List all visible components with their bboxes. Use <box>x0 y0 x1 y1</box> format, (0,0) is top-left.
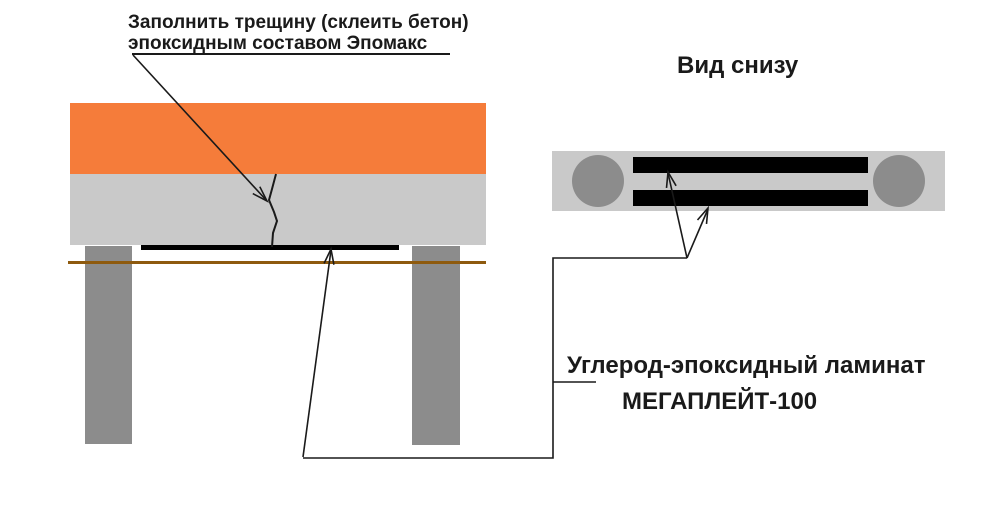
crack-repair-note-line1: Заполнить трещину (склеить бетон) <box>128 12 469 33</box>
laminate-strip-1 <box>633 157 868 173</box>
support-column-right <box>412 246 460 445</box>
screed-top-layer <box>70 103 486 174</box>
bv-strip2-arrow-line <box>686 208 709 259</box>
rebar-line <box>68 261 486 264</box>
bottom-view-title: Вид снизу <box>677 52 799 79</box>
laminate-strip-2 <box>633 190 868 206</box>
column-cap-right <box>873 155 925 207</box>
laminate-side-arrow-line <box>302 249 332 458</box>
crack-repair-note-line2: эпоксидным составом Эпомакс <box>128 33 428 54</box>
column-cap-left <box>572 155 624 207</box>
concrete-slab <box>70 174 486 245</box>
laminate-strip-side <box>141 245 399 250</box>
laminate-label-line2: МЕГАПЛЕЙТ-100 <box>622 388 818 415</box>
crack-repair-note: Заполнить трещину (склеить бетон) эпокси… <box>128 12 469 54</box>
laminate-label-line1: Углерод-эпоксидный ламинат <box>567 352 926 379</box>
support-column-left <box>85 246 132 444</box>
